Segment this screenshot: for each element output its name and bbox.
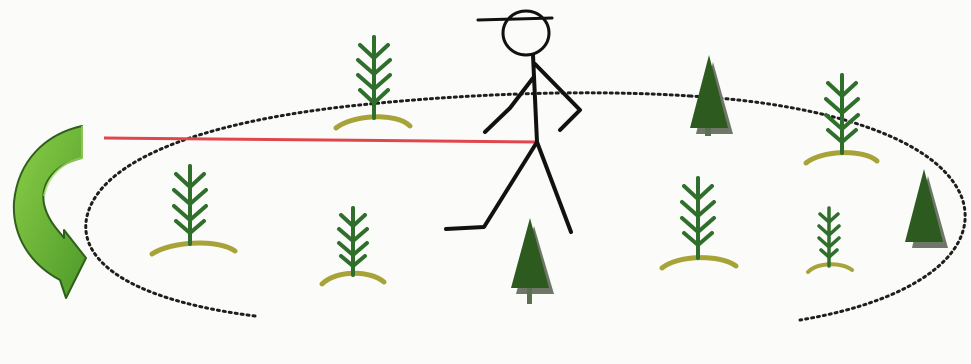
person-cap [478, 18, 552, 20]
